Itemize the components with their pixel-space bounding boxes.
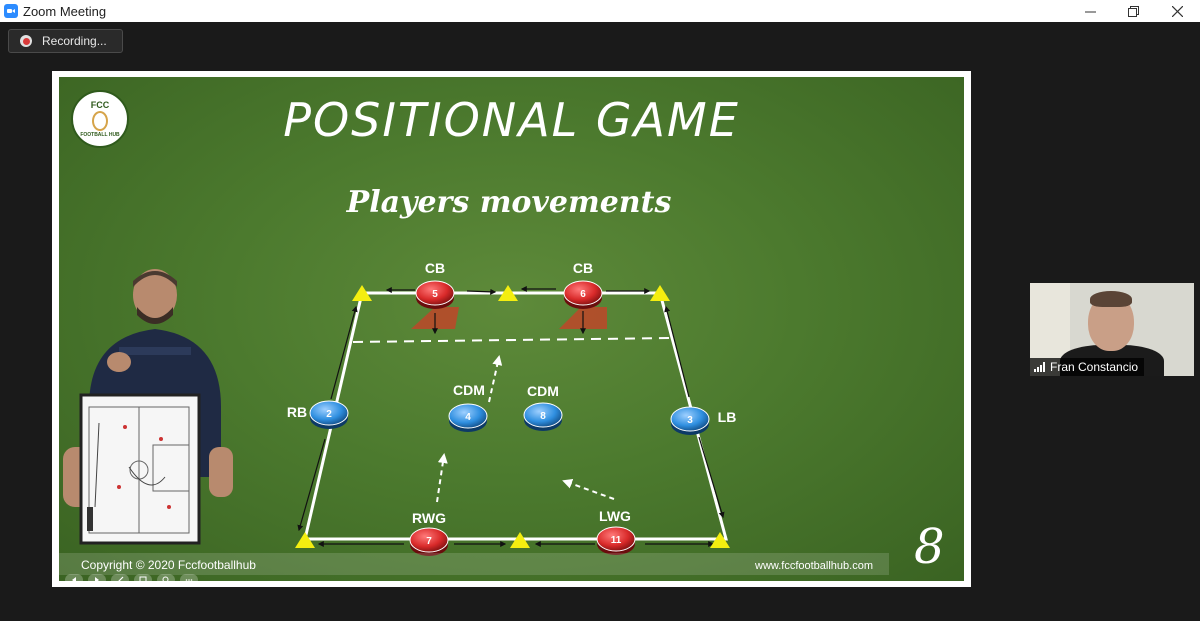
- player-position-label: LWG: [599, 508, 631, 524]
- zoom-tool-button[interactable]: [157, 574, 175, 581]
- minimize-icon: [1084, 11, 1096, 12]
- presentation-controls: [65, 574, 198, 581]
- player-lwg-11: 11 LWG: [596, 508, 636, 555]
- cone: [498, 285, 518, 301]
- close-icon: [1171, 5, 1183, 17]
- minimize-button[interactable]: [1068, 0, 1112, 22]
- player-number: 8: [540, 411, 546, 422]
- movement-arrows: [297, 286, 725, 547]
- player-disc: [448, 403, 488, 429]
- title-bar: Zoom Meeting: [0, 0, 1200, 22]
- player-position-label: RWG: [412, 510, 446, 526]
- player-disc: [409, 527, 449, 553]
- restore-button[interactable]: [1111, 0, 1155, 22]
- restore-icon: [1127, 5, 1139, 17]
- players: 5 CB 6 CB 2 RB 4 CDM 8 CDM 3 LB 7 RWG 11 LWG: [287, 260, 736, 556]
- recording-label: Recording...: [42, 34, 107, 48]
- cone: [650, 285, 670, 301]
- slide: FCC FOOTBALL HUB POSITIONAL GAME Players…: [59, 77, 964, 581]
- close-button[interactable]: [1155, 0, 1199, 22]
- slides-button[interactable]: [134, 574, 152, 581]
- player-position-label: CDM: [453, 382, 485, 398]
- player-rb-2: 2 RB: [287, 400, 349, 429]
- recording-indicator[interactable]: Recording...: [8, 29, 123, 53]
- player-number: 11: [611, 535, 622, 546]
- player-number: 4: [465, 412, 471, 423]
- cones: [295, 285, 730, 548]
- player-disc: [670, 406, 710, 432]
- pen-tool-button[interactable]: [111, 574, 129, 581]
- website-text: www.fccfootballhub.com: [755, 560, 873, 572]
- footer-bar: [59, 553, 889, 575]
- slide-number: 8: [914, 519, 945, 575]
- arrow-left-icon: [72, 577, 76, 581]
- more-options-button[interactable]: [180, 574, 198, 581]
- defensive-line: [352, 337, 674, 343]
- player-position-label: LB: [718, 409, 737, 425]
- cone: [295, 532, 315, 548]
- player-number: 5: [432, 289, 438, 300]
- copyright-text: Copyright © 2020 Fccfootballhub: [81, 558, 256, 572]
- player-position-label: CDM: [527, 383, 559, 399]
- magnifier-icon: [162, 576, 169, 581]
- record-icon: [20, 35, 32, 47]
- player-number: 2: [326, 409, 332, 420]
- player-position-label: CB: [425, 260, 445, 276]
- participant-name-tag: Fran Constancio: [1030, 358, 1145, 376]
- window-title: Zoom Meeting: [23, 3, 107, 19]
- meeting-stage: Recording... FCC FOOTBALL HUB POSITIONAL…: [0, 22, 1200, 621]
- zoom-app-icon: [4, 4, 18, 18]
- player-number: 7: [426, 536, 432, 547]
- player-rwg-7: 7 RWG: [409, 510, 449, 556]
- cone: [710, 532, 730, 548]
- shared-screen: FCC FOOTBALL HUB POSITIONAL GAME Players…: [52, 71, 971, 587]
- participant-video-tile[interactable]: Fran Constancio: [1030, 283, 1194, 376]
- pitch-outline: [303, 291, 728, 541]
- participant-name: Fran Constancio: [1050, 360, 1139, 374]
- player-number: 3: [687, 415, 693, 426]
- player-disc: [596, 526, 636, 552]
- fcc-logo: FCC FOOTBALL HUB: [71, 90, 129, 148]
- coach-with-tactics-board-image: [63, 269, 233, 545]
- player-number: 6: [580, 289, 586, 300]
- cone: [352, 285, 372, 301]
- pen-icon: [118, 576, 124, 581]
- signal-strength-icon: [1034, 362, 1045, 372]
- player-position-label: CB: [573, 260, 593, 276]
- cone: [510, 532, 530, 548]
- arrow-right-icon: [95, 577, 99, 581]
- next-slide-button[interactable]: [88, 574, 106, 581]
- player-disc: [415, 280, 455, 306]
- run-arrows: [436, 355, 615, 503]
- player-cdm-4: 4 CDM: [448, 382, 488, 432]
- grid-icon: [139, 576, 147, 581]
- player-cb-5: 5 CB: [415, 260, 455, 309]
- slide-title: POSITIONAL GAME: [283, 93, 740, 147]
- tactics-diagram: 5 CB 6 CB 2 RB 4 CDM 8 CDM 3 LB 7 RWG 11 LWG: [287, 260, 736, 556]
- player-lb-3: 3 LB: [670, 406, 737, 435]
- player-disc: [309, 400, 349, 426]
- player-disc: [563, 280, 603, 306]
- player-position-label: RB: [287, 404, 307, 420]
- player-disc: [523, 402, 563, 428]
- more-icon: [185, 579, 193, 581]
- slide-subtitle: Players movements: [346, 185, 672, 220]
- player-cdm-8: 8 CDM: [523, 383, 563, 431]
- previous-slide-button[interactable]: [65, 574, 83, 581]
- player-cb-6: 6 CB: [563, 260, 603, 309]
